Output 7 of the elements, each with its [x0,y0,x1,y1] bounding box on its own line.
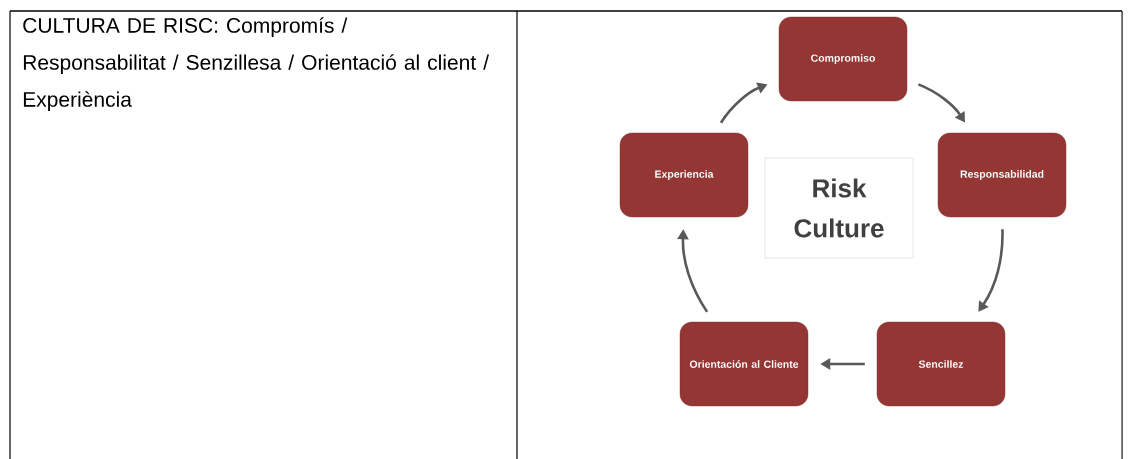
cell-text: CULTURA DE RISC: Compromís / Responsabilitat / Senzillesa / Orientació al client / Experiència [23,17,489,112]
process-box: Responsabilidad [937,132,1067,218]
process-box: Experiencia [619,132,749,218]
process-box: Orientación al Cliente [679,321,809,407]
process-box: Compromiso [778,16,908,102]
process-box: Sencillez [876,321,1006,407]
title-box: Risk Culture [764,157,914,259]
